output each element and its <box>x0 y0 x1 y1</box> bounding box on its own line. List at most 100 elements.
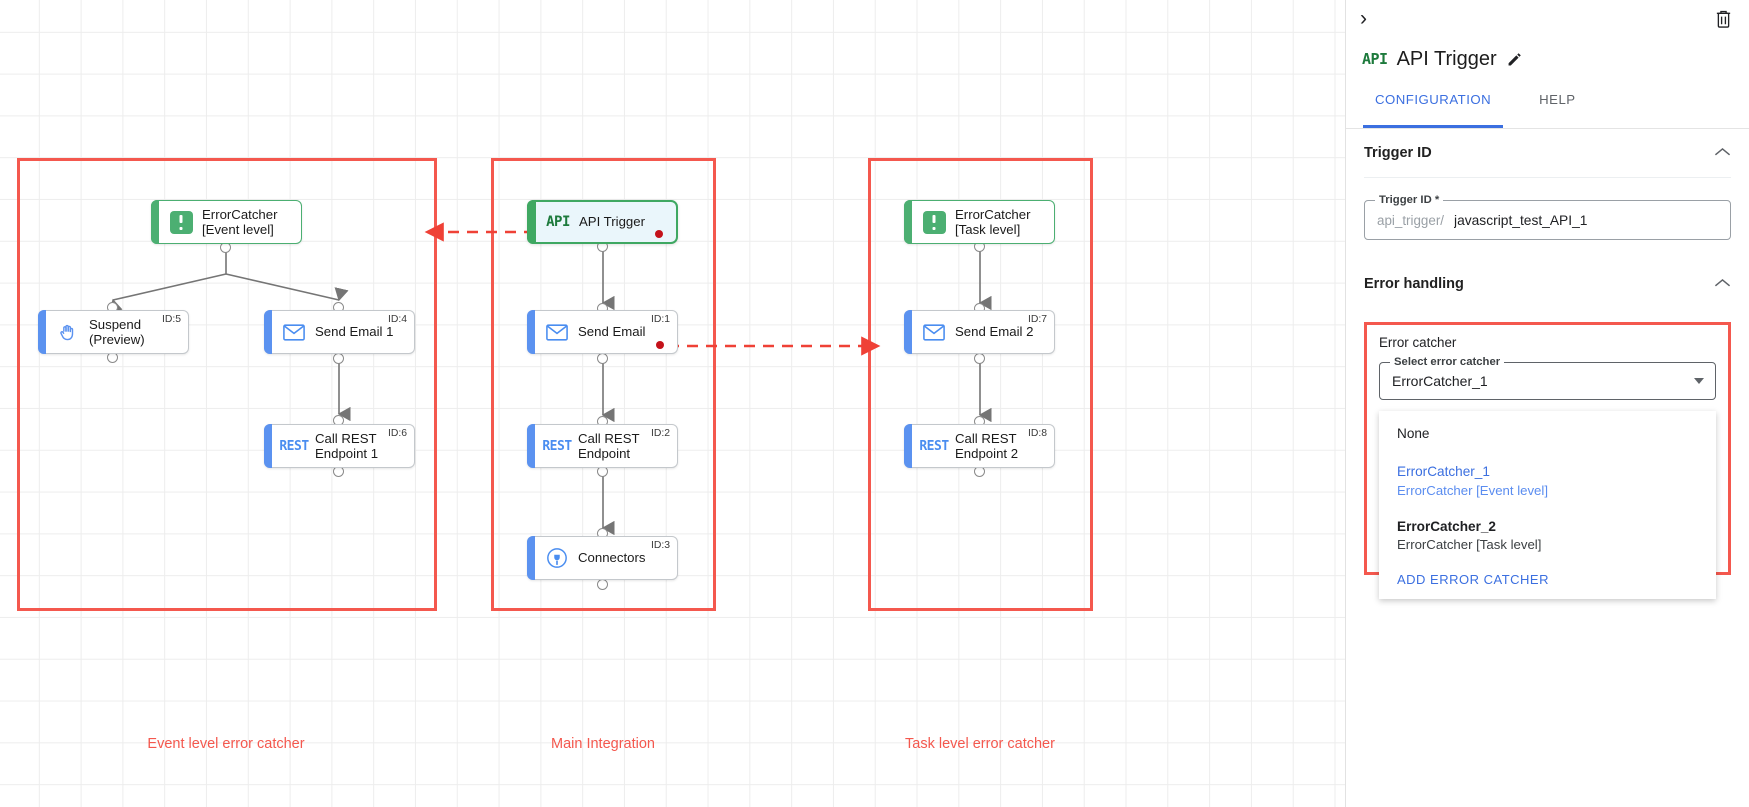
port[interactable] <box>333 353 344 364</box>
dropdown-option-errorcatcher-2[interactable]: ErrorCatcher_2 ErrorCatcher [Task level] <box>1379 512 1716 560</box>
node-accent-bar <box>264 310 272 354</box>
edit-pencil-icon[interactable] <box>1506 51 1523 68</box>
node-label: Connectors <box>578 550 646 566</box>
node-call-rest[interactable]: REST Call REST Endpoint ID:2 <box>527 424 678 468</box>
node-accent-bar <box>527 424 535 468</box>
group-box-task-level[interactable] <box>868 158 1093 611</box>
trigger-id-field[interactable]: Trigger ID * api_trigger/ <box>1364 194 1731 240</box>
node-label: Call REST Endpoint <box>578 430 640 461</box>
select-error-catcher-label: Select error catcher <box>1390 356 1505 368</box>
panel-title-row: API API Trigger <box>1346 40 1749 78</box>
port[interactable] <box>974 353 985 364</box>
dropdown-option-none[interactable]: None <box>1379 419 1716 449</box>
node-send-email[interactable]: Send Email ID:1 <box>527 310 678 354</box>
tab-help[interactable]: HELP <box>1539 92 1576 107</box>
port[interactable] <box>597 353 608 364</box>
dropdown-option-sub: ErrorCatcher [Event level] <box>1397 482 1548 498</box>
add-error-catcher-button[interactable]: ADD ERROR CATCHER <box>1397 571 1549 587</box>
collapse-panel-icon[interactable]: › <box>1360 7 1367 30</box>
node-error-catcher-event[interactable]: ErrorCatcher [Event level] <box>151 200 302 244</box>
hand-icon <box>47 322 89 343</box>
node-accent-bar <box>38 310 46 354</box>
page-title: API Trigger <box>1396 47 1497 70</box>
group-caption-main-integration: Main Integration <box>551 736 655 752</box>
node-accent-bar <box>904 424 912 468</box>
group-box-event-level[interactable] <box>17 158 437 611</box>
node-id-badge: ID:8 <box>1027 428 1047 439</box>
details-panel: › API API Trigger CONFIGURATIO <box>1345 0 1749 807</box>
port[interactable] <box>597 579 608 590</box>
section-header-error-handling[interactable]: Error handling <box>1364 260 1731 308</box>
node-label: API Trigger <box>579 214 645 230</box>
node-accent-bar <box>527 536 535 580</box>
section-trigger-id: Trigger ID Trigger ID * api_trigger/ <box>1346 129 1749 240</box>
node-id-badge: ID:6 <box>387 428 407 439</box>
node-accent-bar <box>151 200 159 244</box>
chevron-up-icon[interactable] <box>1714 275 1731 293</box>
connector-icon <box>536 547 578 569</box>
node-label: Send Email 1 <box>315 324 394 340</box>
trigger-id-prefix: api_trigger/ <box>1377 212 1444 228</box>
node-id-badge: ID:1 <box>650 314 670 325</box>
node-connectors[interactable]: Connectors ID:3 <box>527 536 678 580</box>
alert-square-icon <box>160 210 202 234</box>
node-send-email-1[interactable]: Send Email 1 ID:4 <box>264 310 415 354</box>
envelope-icon <box>273 323 315 341</box>
workflow-canvas[interactable]: Event level error catcher Main Integrati… <box>0 0 1345 807</box>
trigger-id-input[interactable] <box>1452 211 1718 229</box>
trigger-id-field-wrap: Trigger ID * api_trigger/ <box>1364 194 1731 240</box>
section-title: Error handling <box>1364 276 1464 292</box>
dropdown-option-main: None <box>1397 426 1430 441</box>
node-accent-bar <box>904 200 912 244</box>
node-accent-bar <box>904 310 912 354</box>
chevron-down-icon[interactable] <box>1694 378 1704 384</box>
node-api-trigger[interactable]: API API Trigger <box>527 200 678 244</box>
node-accent-bar <box>264 424 272 468</box>
dropdown-option-errorcatcher-1[interactable]: ErrorCatcher_1 ErrorCatcher [Event level… <box>1379 457 1716 505</box>
dropdown-option-main: ErrorCatcher_2 <box>1397 518 1496 534</box>
node-label: Suspend (Preview) <box>89 316 145 347</box>
group-caption-task-level: Task level error catcher <box>905 736 1055 752</box>
node-id-badge: ID:7 <box>1027 314 1047 325</box>
node-label: ErrorCatcher [Task level] <box>955 206 1031 237</box>
node-call-rest-1[interactable]: REST Call REST Endpoint 1 ID:6 <box>264 424 415 468</box>
group-caption-event-level: Event level error catcher <box>147 736 305 752</box>
node-call-rest-2[interactable]: REST Call REST Endpoint 2 ID:8 <box>904 424 1055 468</box>
select-error-catcher[interactable]: Select error catcher ErrorCatcher_1 <box>1379 356 1716 400</box>
dropdown-option-main: ErrorCatcher_1 <box>1397 464 1490 480</box>
node-id-badge: ID:2 <box>650 428 670 439</box>
node-label: ErrorCatcher [Event level] <box>202 206 278 237</box>
api-icon: API <box>1362 50 1388 68</box>
error-indicator-dot <box>656 341 664 349</box>
dropdown-option-sub: ErrorCatcher [Task level] <box>1397 536 1542 552</box>
node-label: Call REST Endpoint 1 <box>315 430 379 461</box>
panel-topbar: › <box>1346 0 1749 40</box>
error-indicator-dot <box>655 230 663 238</box>
envelope-icon <box>913 323 955 341</box>
node-label: Send Email 2 <box>955 324 1034 340</box>
rest-icon: REST <box>919 438 949 454</box>
node-suspend[interactable]: Suspend (Preview) ID:5 <box>38 310 189 354</box>
trigger-id-label: Trigger ID * <box>1375 194 1444 206</box>
envelope-icon <box>536 323 578 341</box>
error-catcher-dropdown[interactable]: None ErrorCatcher_1 ErrorCatcher [Event … <box>1379 411 1716 599</box>
error-catcher-block-title: Error catcher <box>1379 335 1457 350</box>
node-error-catcher-task[interactable]: ErrorCatcher [Task level] <box>904 200 1055 244</box>
section-header-trigger-id[interactable]: Trigger ID <box>1364 129 1731 178</box>
select-error-catcher-value: ErrorCatcher_1 <box>1392 373 1488 389</box>
node-label: Call REST Endpoint 2 <box>955 430 1019 461</box>
node-label: Send Email <box>578 324 646 340</box>
chevron-up-icon[interactable] <box>1714 144 1731 162</box>
trash-icon[interactable] <box>1714 9 1733 34</box>
node-id-badge: ID:5 <box>161 314 181 325</box>
error-catcher-block: Error catcher Select error catcher Error… <box>1364 322 1731 599</box>
node-id-badge: ID:4 <box>387 314 407 325</box>
node-accent-bar <box>527 310 535 354</box>
node-accent-bar <box>527 200 536 244</box>
api-icon: API <box>546 214 570 230</box>
node-send-email-2[interactable]: Send Email 2 ID:7 <box>904 310 1055 354</box>
group-box-main-integration[interactable] <box>491 158 716 611</box>
tab-configuration[interactable]: CONFIGURATION <box>1363 92 1504 128</box>
node-id-badge: ID:3 <box>650 540 670 551</box>
rest-icon: REST <box>279 438 309 454</box>
